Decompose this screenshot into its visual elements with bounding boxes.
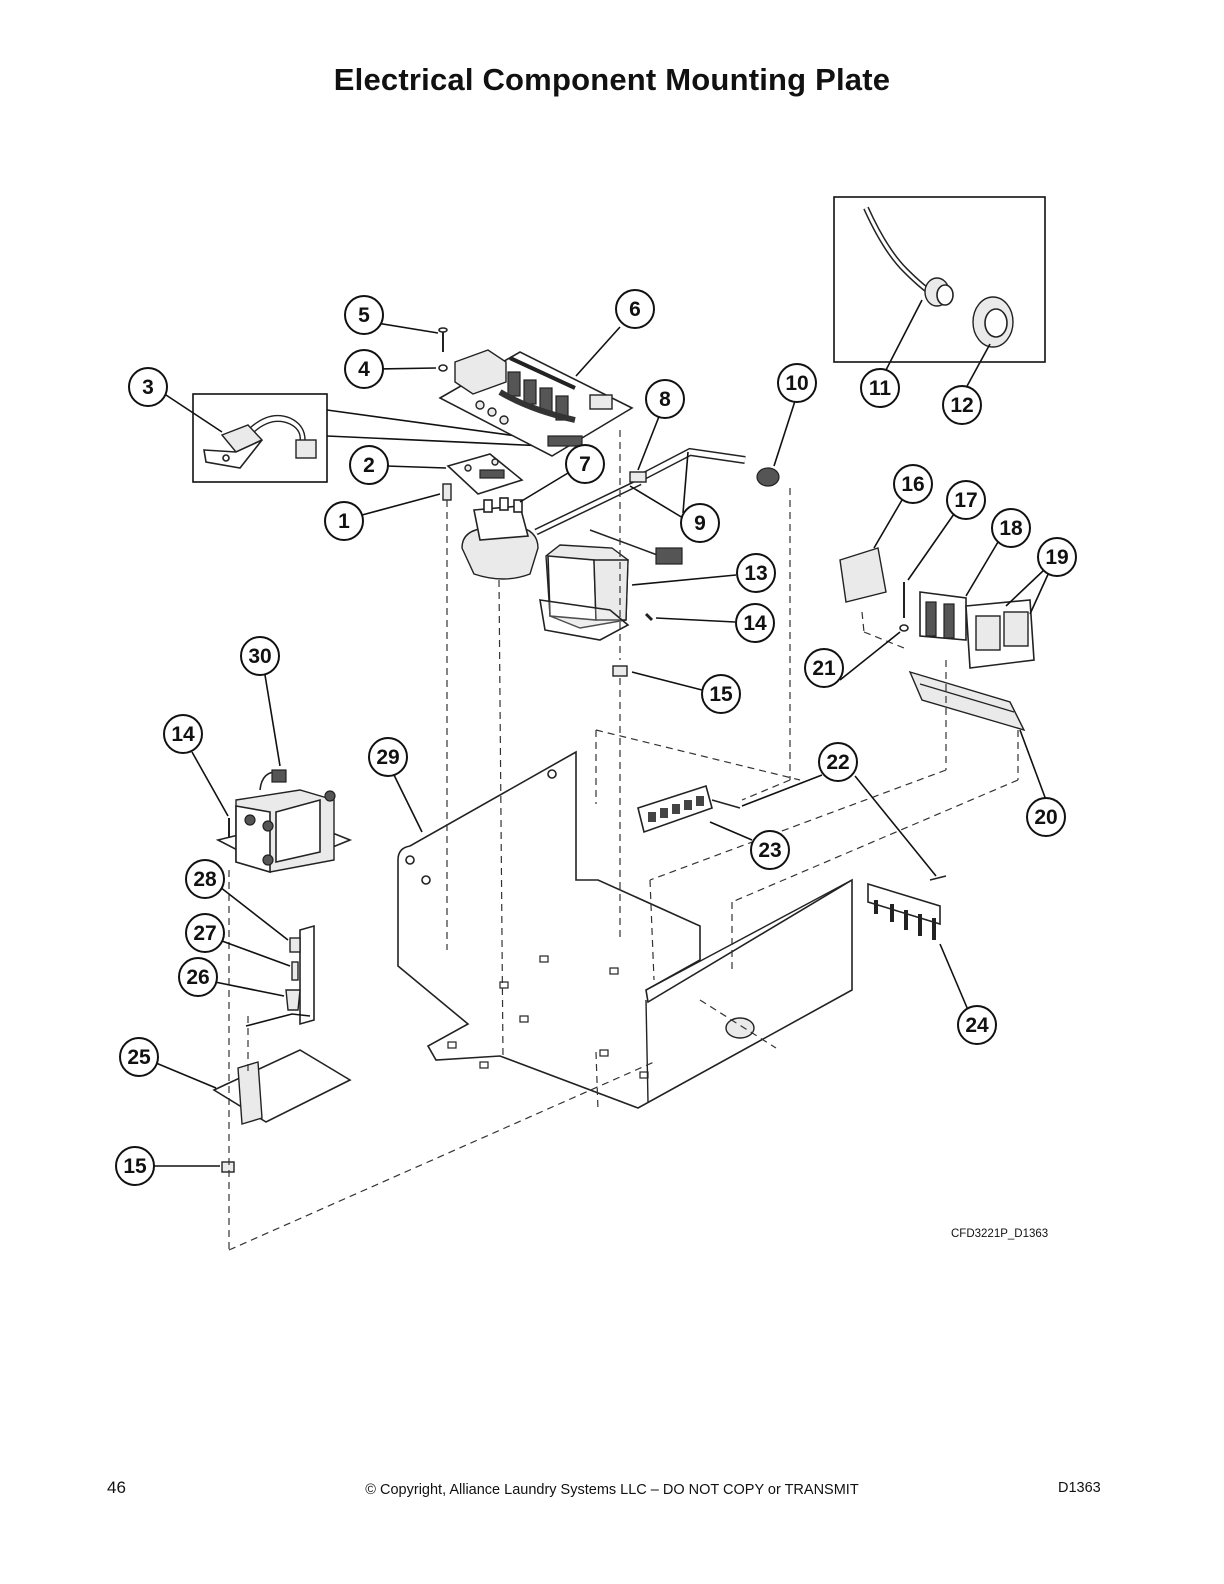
svg-text:28: 28 [193,868,217,891]
standoff [442,483,452,501]
callout-4: 4 [344,349,384,389]
svg-text:13: 13 [744,562,767,585]
svg-text:10: 10 [785,372,808,395]
callout-20: 20 [1026,797,1066,837]
bus-bar [867,875,947,940]
page-title: Electrical Component Mounting Plate [333,62,891,97]
svg-text:27: 27 [193,922,216,945]
callout-30: 30 [240,636,280,676]
terminal-block [637,784,741,834]
callout-5: 5 [344,295,384,335]
callout-29: 29 [368,737,408,777]
callout-9: 9 [680,503,720,543]
svg-text:20: 20 [1034,806,1057,829]
svg-text:18: 18 [999,517,1023,540]
callout-21: 21 [804,648,844,688]
svg-text:24: 24 [965,1014,989,1037]
transformer-upper [539,529,683,641]
svg-text:11: 11 [869,377,892,400]
thermistor-inset [192,393,547,483]
svg-text:14: 14 [171,723,195,746]
callout-22: 22 [818,742,858,782]
callout-23: 23 [750,830,790,870]
interface-board [446,453,524,495]
svg-text:1: 1 [338,510,350,533]
svg-text:23: 23 [758,839,781,862]
callout-26: 26 [178,957,218,997]
relay-bracket [212,924,352,1173]
callout-14a: 14 [735,603,775,643]
callout-11: 11 [860,368,900,408]
svg-text:16: 16 [901,473,924,496]
callout-14b: 14 [163,714,203,754]
callout-16: 16 [893,464,933,504]
callout-6: 6 [615,289,655,329]
document-code: D1363 [1058,1480,1101,1496]
svg-text:2: 2 [363,454,375,477]
callout-27: 27 [185,913,225,953]
svg-text:21: 21 [812,657,836,680]
callout-3: 3 [128,367,168,407]
callout-15b: 15 [115,1146,155,1186]
svg-text:26: 26 [186,966,209,989]
svg-text:15: 15 [123,1155,147,1178]
callout-15a: 15 [701,674,741,714]
svg-text:5: 5 [358,304,370,327]
callout-28: 28 [185,859,225,899]
svg-text:8: 8 [659,388,671,411]
callout-12: 12 [942,385,982,425]
svg-text:7: 7 [579,453,591,476]
pressure-hose [534,447,780,536]
callout-18: 18 [991,508,1031,548]
grommet-inset [833,196,1046,363]
callout-24: 24 [957,1005,997,1045]
svg-text:15: 15 [709,683,733,706]
callout-1: 1 [324,501,364,541]
callout-10: 10 [777,363,817,403]
callout-8: 8 [645,379,685,419]
page-number: 46 [107,1478,126,1497]
svg-text:14: 14 [743,612,767,635]
callout-19: 19 [1037,537,1077,577]
svg-text:19: 19 [1045,546,1068,569]
svg-text:17: 17 [954,489,977,512]
svg-text:25: 25 [127,1046,151,1069]
contactor-assembly [839,547,1035,732]
copyright-notice: © Copyright, Alliance Laundry Systems LL… [365,1482,859,1498]
assembly-lines [228,430,1019,1251]
board-screw [438,327,448,372]
callout-13: 13 [736,553,776,593]
leader-lines [152,299,1051,1167]
mounting-plate [397,750,853,1109]
svg-text:30: 30 [248,645,271,668]
figure-code: CFD3221P_D1363 [951,1228,1049,1240]
svg-text:3: 3 [142,376,154,399]
svg-text:22: 22 [826,751,849,774]
clip-upper [612,665,628,677]
callout-7: 7 [565,444,605,484]
svg-text:29: 29 [376,746,399,769]
control-board [438,349,634,457]
svg-text:9: 9 [694,512,706,535]
svg-text:12: 12 [950,394,973,417]
svg-text:6: 6 [629,298,641,321]
svg-text:4: 4 [358,358,370,381]
pressure-switch [461,497,539,580]
callout-25: 25 [119,1037,159,1077]
callout-17: 17 [946,480,986,520]
callout-2: 2 [349,445,389,485]
transformer-lower [215,769,353,874]
